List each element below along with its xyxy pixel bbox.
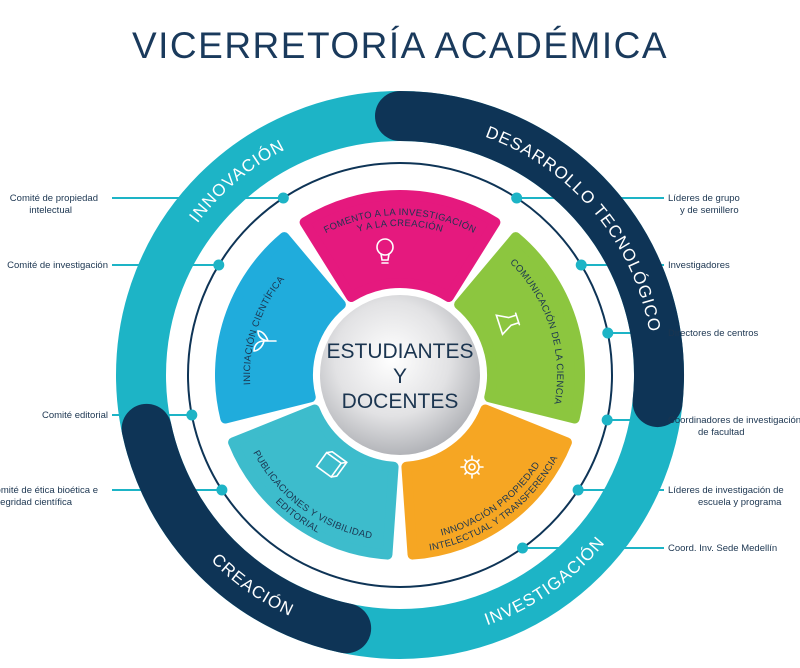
- role-label-line2: integridad científica: [0, 497, 73, 508]
- connector-dot: [186, 409, 198, 421]
- connector-dot: [216, 484, 228, 496]
- connector-dot: [213, 259, 225, 271]
- connector-dot: [511, 192, 523, 204]
- role-label: Líderes de investigación de: [668, 485, 784, 496]
- role-label: Comité de investigación: [7, 260, 108, 271]
- ring-segment-creacion: [121, 403, 372, 654]
- connector-dot: [572, 484, 584, 496]
- role-label: Comité de ética bioética e: [0, 485, 98, 496]
- petal-publicaciones[interactable]: [228, 404, 399, 560]
- role-label: Líderes de grupo: [668, 193, 740, 204]
- role-label-line2: intelectual: [29, 205, 72, 216]
- petal-comunicacion[interactable]: [454, 232, 585, 424]
- connector-dot: [602, 327, 614, 339]
- petal-fomento[interactable]: [299, 190, 501, 302]
- ring-segment-desarrollo: [375, 91, 684, 428]
- inner-thin-circle: [187, 162, 613, 588]
- connector-dots: [186, 192, 614, 554]
- center-label-2: Y: [393, 365, 407, 388]
- role-label-line2: y de semillero: [680, 205, 739, 216]
- book-icon: [315, 450, 348, 479]
- lightbulb-icon: [376, 238, 394, 264]
- connector-dot: [277, 192, 289, 204]
- connector-dot: [575, 259, 587, 271]
- page-title: VICERRETORÍA ACADÉMICA: [132, 25, 668, 66]
- center-label-3: DOCENTES: [342, 390, 459, 413]
- role-label: Comité editorial: [42, 410, 108, 421]
- role-label: Directores de centros: [668, 328, 759, 339]
- petal-innovacion[interactable]: [401, 404, 572, 560]
- connector-dot: [517, 542, 529, 554]
- role-label: Coordinadores de investigación: [668, 415, 800, 426]
- flask-icon: [495, 312, 521, 336]
- role-label: Coord. Inv. Sede Medellín: [668, 543, 777, 554]
- connector-dot: [601, 414, 613, 426]
- role-label-line2: de facultad: [698, 427, 744, 438]
- petal-iniciacion[interactable]: [215, 232, 346, 424]
- role-label-line2: escuela y programa: [698, 497, 782, 508]
- gear-bulb-icon: [460, 455, 484, 479]
- center-label-1: ESTUDIANTES: [326, 340, 473, 363]
- sprout-icon: [253, 330, 277, 352]
- role-label: Investigadores: [668, 260, 730, 271]
- role-label: Comité de propiedad: [10, 193, 98, 204]
- center-circle: [320, 295, 480, 455]
